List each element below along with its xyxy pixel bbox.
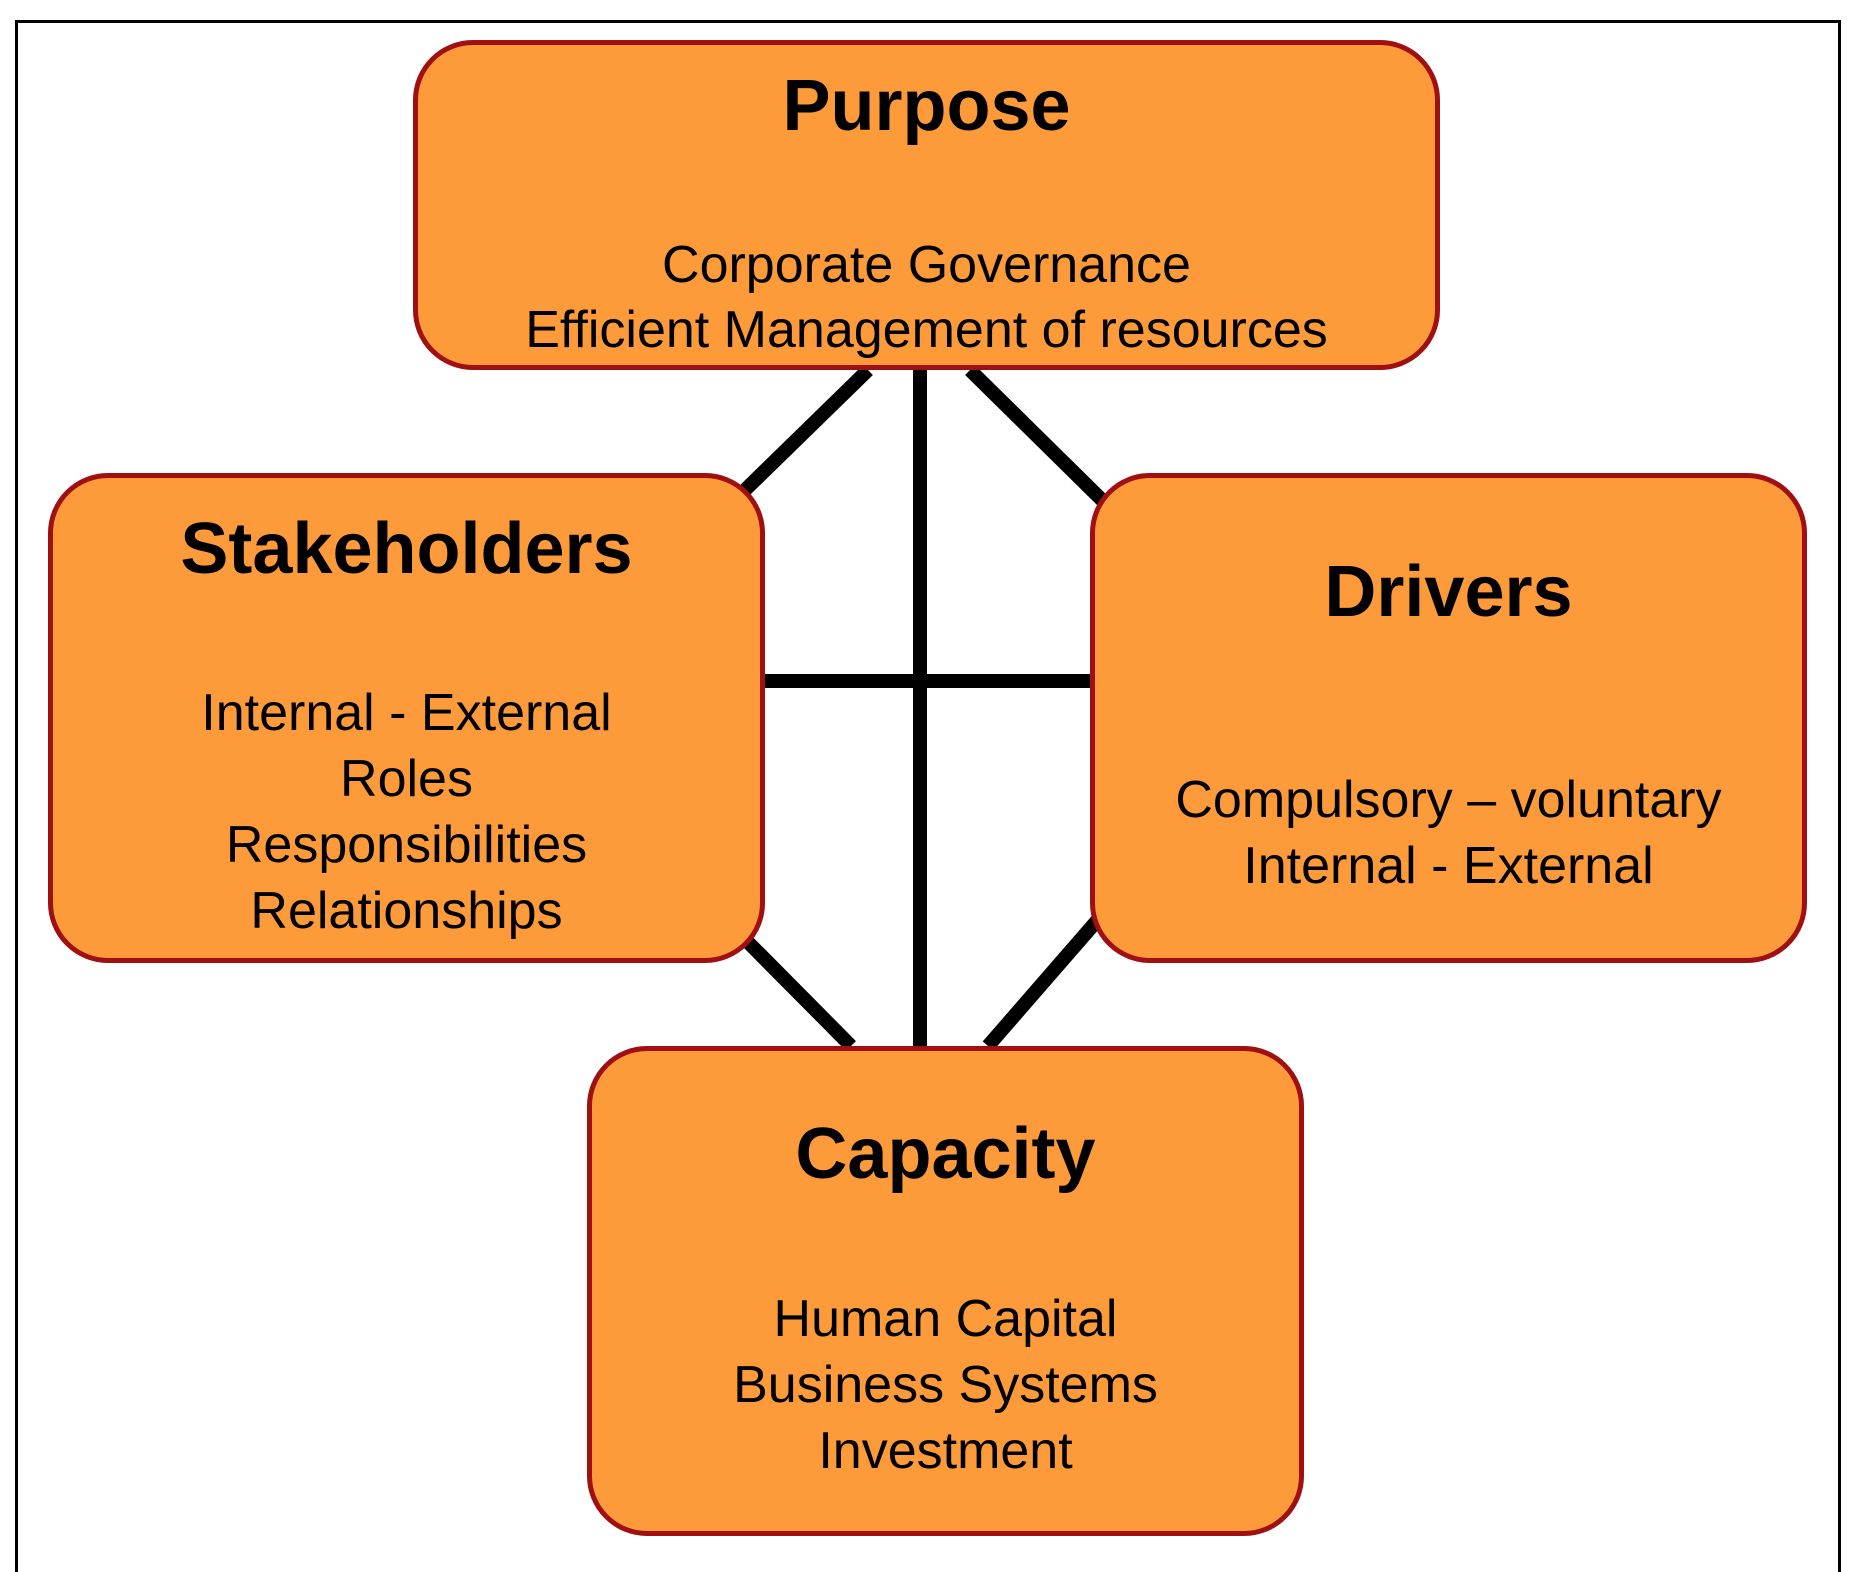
stakeholders-title: Stakeholders [180, 509, 633, 589]
drivers-title: Drivers [1324, 552, 1573, 632]
capacity-line: Investment [818, 1422, 1073, 1480]
capacity-box: Capacity Human Capital Business Systems … [587, 1046, 1304, 1536]
connector-purpose-drivers [965, 365, 1110, 508]
connector-purpose-stakeholders [739, 364, 873, 497]
stakeholders-line: Relationships [250, 882, 563, 940]
purpose-title: Purpose [782, 66, 1071, 146]
drivers-box: Drivers Compulsory – voluntary Internal … [1090, 473, 1807, 963]
diagram-frame [15, 20, 1841, 1572]
stakeholders-line: Roles [340, 750, 473, 808]
stakeholders-line: Internal - External [201, 684, 612, 742]
capacity-line: Human Capital [773, 1290, 1118, 1348]
purpose-line: Efficient Management of resources [525, 301, 1328, 359]
stakeholders-box: Stakeholders Internal - External Roles R… [48, 473, 765, 963]
capacity-title: Capacity [795, 1114, 1096, 1194]
drivers-line: Internal - External [1243, 837, 1654, 895]
connector-stakeholders-capacity [727, 921, 856, 1051]
purpose-box: Purpose Corporate Governance Efficient M… [413, 40, 1440, 370]
connector-drivers-capacity [982, 903, 1114, 1051]
drivers-line: Compulsory – voluntary [1175, 771, 1722, 829]
stakeholders-line: Responsibilities [225, 816, 588, 874]
purpose-line: Corporate Governance [662, 236, 1191, 294]
capacity-line: Business Systems [733, 1356, 1158, 1414]
